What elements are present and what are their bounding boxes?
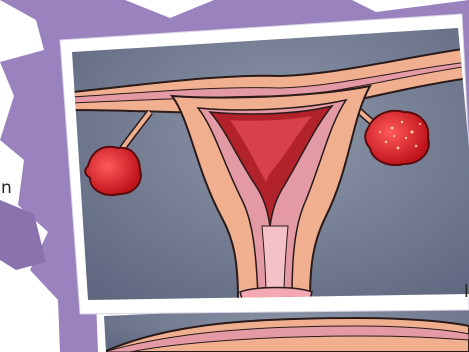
uterus-illustration-photo bbox=[60, 14, 469, 314]
cut-off-text-fragment: n bbox=[1, 180, 12, 197]
right-ovary-icon bbox=[365, 111, 429, 165]
cut-off-text-fragment: l. bbox=[464, 284, 469, 301]
uterus-anatomy-icon bbox=[60, 20, 469, 312]
left-ovary-icon bbox=[85, 147, 141, 195]
